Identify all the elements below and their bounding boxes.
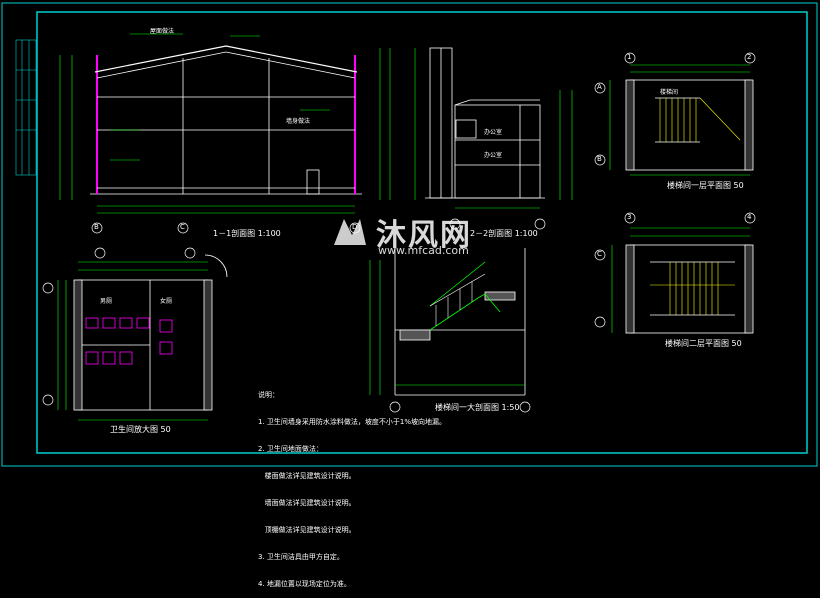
design-notes: 说明： 1. 卫生间墙身采用防水涂料做法，坡度不小于1%坡向地漏。 2. 卫生间…	[258, 373, 446, 598]
watermark-logo-text: 沐风网	[376, 218, 472, 253]
binding-strip	[15, 39, 37, 176]
notes-line: 楼面做法详见建筑设计说明。	[258, 472, 356, 480]
annotation-womens-toilet: 女厕	[160, 298, 173, 305]
toilet-grid-bubbles	[42, 247, 196, 406]
notes-line: 2. 卫生间地面做法：	[258, 445, 323, 453]
stair-1f-dimensions	[609, 64, 750, 176]
section-2-2-grid-bubbles	[449, 218, 546, 230]
grid-label-b: B	[94, 223, 99, 231]
section-1-1-drawing	[90, 45, 362, 195]
section-1-1-leaders	[110, 33, 330, 161]
toilet-fixtures	[85, 317, 173, 365]
notes-label: 说明：	[258, 391, 279, 399]
watermark-logo-icon	[334, 219, 366, 245]
grid-label-c-2: C	[597, 250, 602, 258]
notes-line: 1. 卫生间墙身采用防水涂料做法，坡度不小于1%坡向地漏。	[258, 418, 447, 426]
notes-line: 墙面做法详见建筑设计说明。	[258, 499, 356, 507]
notes-line: 3. 卫生间洁具由甲方自定。	[258, 553, 344, 561]
grid-label-a: A	[597, 83, 602, 91]
section-2-2-dimensions	[414, 48, 573, 209]
toilet-dimensions	[57, 261, 208, 421]
annotation-roof: 屋面做法	[150, 28, 175, 35]
stair-section-flights	[429, 261, 501, 331]
watermark: 沐风网	[330, 210, 472, 254]
stair-1f-plan-title: 楼梯间一层平面图 50	[667, 181, 744, 190]
stair-2f-plan-title: 楼梯间二层平面图 50	[665, 339, 742, 348]
section-1-1-dimensions	[59, 48, 391, 214]
sheet-outer-frame	[1, 2, 818, 467]
stair-section-title: 楼梯间一大剖面图 1:50	[435, 403, 520, 412]
stair-2f-plan	[625, 244, 754, 334]
grid-label-3: 3	[627, 213, 632, 221]
stair-section	[394, 248, 526, 396]
grid-label-1: 1	[627, 53, 632, 61]
annotation-office-2: 办公室	[484, 152, 503, 159]
stair-1f-plan	[625, 79, 754, 171]
notes-line: 顶棚做法详见建筑设计说明。	[258, 526, 356, 534]
sheet-inner-frame	[36, 11, 808, 454]
stair-2f-grid-bubbles	[594, 212, 756, 328]
stair-1f-grid-bubbles	[594, 52, 756, 166]
grid-label-d: D	[352, 223, 358, 231]
grid-label-4: 4	[747, 213, 752, 221]
stair-section-handrail	[429, 273, 486, 326]
toilet-plan	[73, 254, 228, 411]
annotation-stair: 楼梯间	[660, 89, 679, 96]
stair-2f-treads	[650, 262, 735, 315]
stair-section-grid-bubbles	[389, 401, 531, 413]
section-2-2-drawing	[425, 47, 545, 199]
watermark-url: www.mfcad.com	[378, 244, 469, 257]
stair-2f-dimensions	[611, 227, 750, 333]
annotation-mens-toilet: 男厕	[100, 298, 113, 305]
notes-line: 4. 地漏位置以现场定位为准。	[258, 580, 351, 588]
cad-drawing-sheet	[1, 2, 818, 467]
grid-label-b-2: B	[597, 155, 602, 163]
stair-section-dimensions	[369, 260, 525, 395]
section-1-1-title: 1－1剖面图 1:100	[213, 229, 281, 238]
annotation-wall: 墙身做法	[286, 118, 311, 125]
annotation-office-1: 办公室	[484, 129, 503, 136]
grid-label-c: C	[180, 223, 185, 231]
section-2-2-title: 2－2剖面图 1:100	[470, 229, 538, 238]
toilet-plan-title: 卫生间放大图 50	[110, 425, 171, 434]
stair-1f-treads	[659, 97, 741, 142]
grid-label-2: 2	[747, 53, 752, 61]
